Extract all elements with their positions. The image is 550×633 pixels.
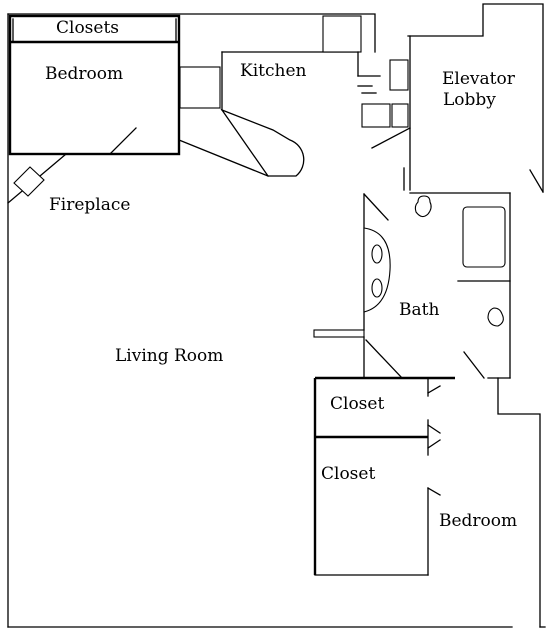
bottom-bedroom-walls — [313, 376, 541, 628]
label-closet-upper: Closet — [330, 394, 385, 414]
bath-walls — [313, 192, 511, 379]
label-bedroom-bottom: Bedroom — [439, 511, 518, 531]
label-bedroom-top: Bedroom — [45, 64, 124, 84]
fireplace-shape — [7, 153, 67, 204]
label-living-room: Living Room — [115, 346, 224, 366]
outer-walls — [7, 3, 546, 628]
kitchen-walls — [178, 15, 411, 177]
label-lobby: Lobby — [443, 90, 496, 110]
label-closet-lower: Closet — [321, 464, 376, 484]
label-fireplace: Fireplace — [49, 195, 131, 215]
label-kitchen: Kitchen — [240, 61, 307, 81]
top-bedroom-walls — [8, 14, 181, 156]
elevator-lobby-walls — [403, 35, 511, 194]
label-elevator: Elevator — [442, 69, 515, 89]
label-bath: Bath — [399, 300, 440, 320]
label-closets-top: Closets — [56, 18, 120, 38]
